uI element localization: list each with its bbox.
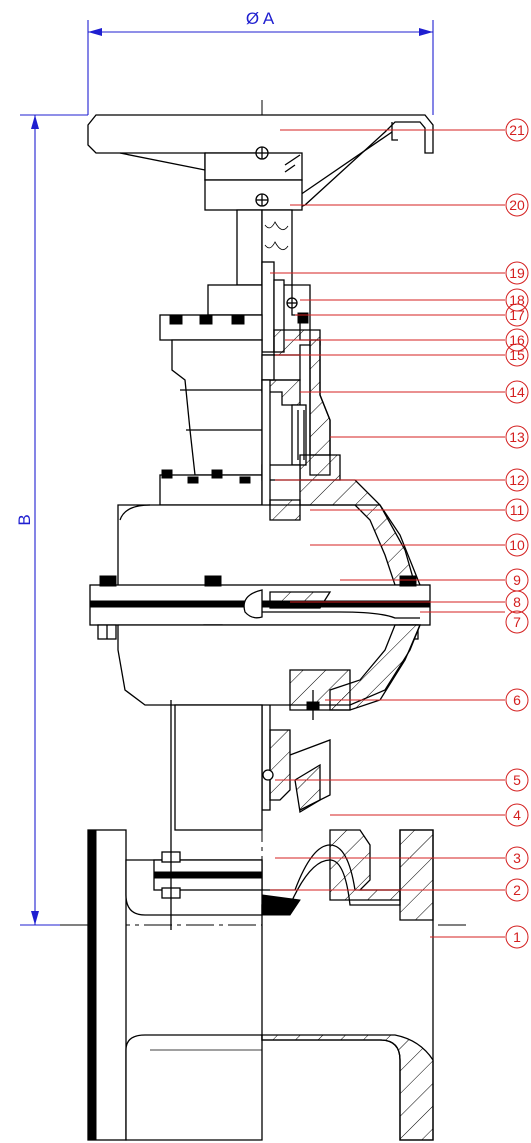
spindle: [207, 209, 293, 353]
callout-19-label: 19: [509, 265, 525, 281]
callout-5: 5: [505, 768, 529, 792]
callout-3: 3: [505, 846, 529, 870]
callout-leaders: [270, 129, 505, 938]
callout-2: 2: [505, 878, 529, 902]
callout-13: 13: [505, 425, 529, 449]
callout-12: 12: [505, 468, 529, 492]
callout-11-label: 11: [510, 502, 525, 518]
callout-2-label: 2: [513, 882, 521, 898]
diaphragm-line: [262, 611, 420, 619]
callout-1-label: 1: [513, 929, 521, 945]
callout-6-label: 6: [513, 692, 521, 708]
callout-18: 18: [505, 288, 529, 312]
bonnet-right-section: [261, 284, 341, 481]
callout-21: 21: [505, 118, 529, 142]
callout-4-label: 4: [513, 807, 521, 823]
callout-9: 9: [505, 568, 529, 592]
callout-19: 19: [505, 261, 529, 285]
compressor: [269, 591, 332, 609]
lower-chamber: [117, 624, 421, 720]
callout-17-label: 17: [509, 307, 525, 323]
dimension-a-label: Ø A: [246, 9, 275, 28]
callout-20-label: 20: [509, 197, 525, 213]
bonnet-left: [159, 314, 263, 506]
callout-13-label: 13: [509, 429, 525, 445]
callout-16: 16: [505, 328, 529, 352]
callout-15: 15: [505, 343, 529, 367]
callout-11: 11: [505, 498, 529, 522]
body-left: [87, 700, 263, 1141]
callout-15-label: 15: [509, 347, 525, 363]
dimension-b: B: [15, 114, 88, 926]
callout-17: 17: [505, 303, 529, 327]
callout-5-label: 5: [513, 772, 521, 788]
callout-3-label: 3: [513, 850, 521, 866]
callout-10-label: 10: [509, 537, 525, 553]
dimension-b-label: B: [15, 514, 34, 525]
dimension-a: Ø A: [87, 9, 434, 115]
body-right-section: [150, 829, 434, 1141]
callout-7-label: 7: [513, 614, 521, 630]
bonnet-neck: [174, 704, 331, 831]
handwheel: [87, 114, 434, 211]
callout-14: 14: [505, 380, 529, 404]
callout-8: 8: [505, 590, 529, 614]
callout-20: 20: [505, 193, 529, 217]
callout-7: 7: [505, 610, 529, 634]
callout-16-label: 16: [509, 332, 525, 348]
callout-4: 4: [505, 803, 529, 827]
callout-12-label: 12: [509, 472, 525, 488]
callout-6: 6: [505, 688, 529, 712]
callout-8-label: 8: [513, 594, 521, 610]
callout-1: 1: [505, 925, 529, 949]
callout-10: 10: [505, 533, 529, 557]
callout-21-label: 21: [509, 122, 525, 138]
callout-9-label: 9: [513, 572, 521, 588]
callout-14-label: 14: [509, 384, 525, 400]
callout-18-label: 18: [509, 292, 525, 308]
